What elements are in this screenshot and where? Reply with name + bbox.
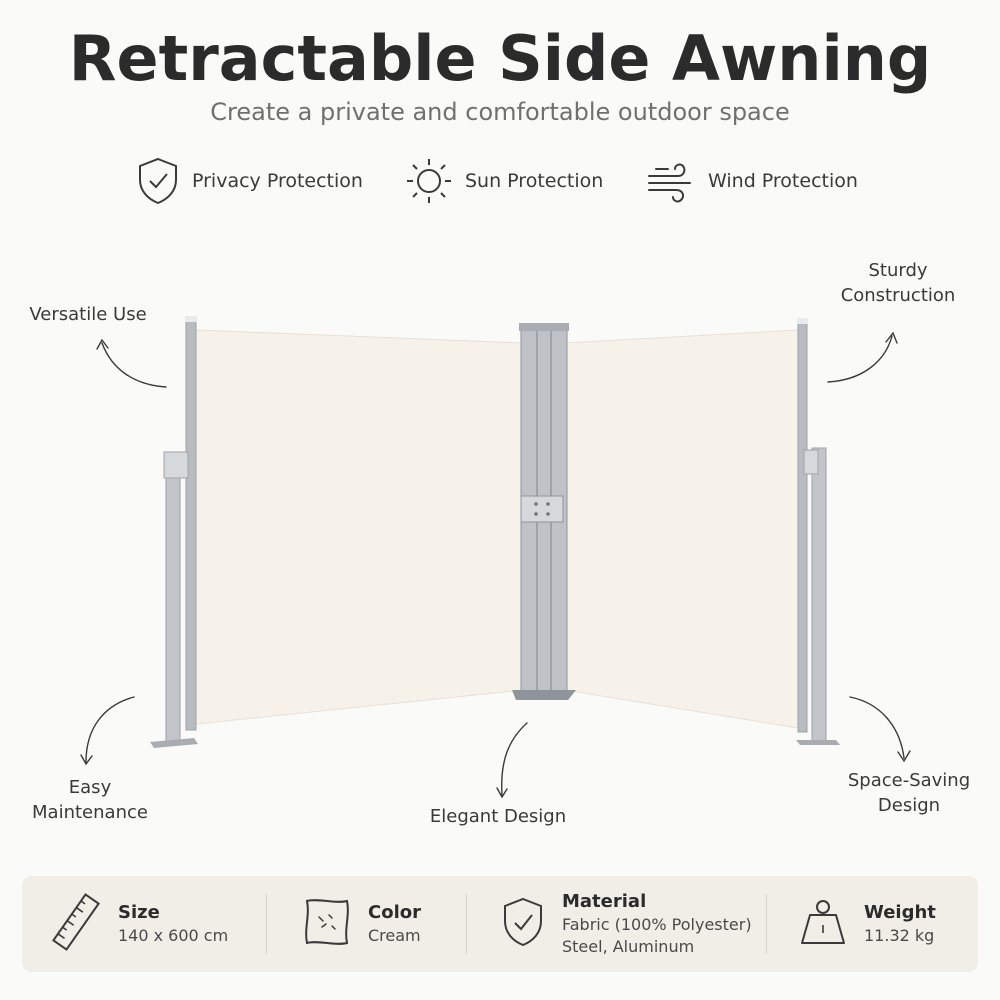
spec-title: Color bbox=[368, 902, 421, 923]
spec-value: Fabric (100% Polyester) Steel, Aluminum bbox=[562, 915, 752, 956]
feature-label: Sun Protection bbox=[465, 170, 604, 192]
callout-sturdy-construction: Sturdy Construction bbox=[840, 260, 956, 306]
arrow-space bbox=[849, 696, 905, 759]
left-fabric-panel bbox=[195, 329, 524, 725]
left-pull-bar bbox=[185, 319, 197, 731]
spec-divider bbox=[266, 894, 267, 954]
fabric-swatch-icon bbox=[302, 895, 352, 953]
page-title: Retractable Side Awning bbox=[68, 22, 932, 95]
feature-label: Privacy Protection bbox=[192, 170, 363, 192]
ruler-icon bbox=[50, 892, 102, 956]
arrow-elegant bbox=[501, 722, 528, 796]
right-pull-bar bbox=[797, 321, 808, 733]
callout-elegant-design: Elegant Design bbox=[429, 806, 567, 827]
spec-weight: Weight 11.32 kg bbox=[798, 876, 936, 972]
right-support-post bbox=[811, 447, 827, 743]
callout-easy-maintenance: Easy Maintenance bbox=[32, 777, 148, 823]
arrow-sturdy bbox=[827, 335, 893, 383]
weight-icon bbox=[798, 895, 848, 953]
wind-icon bbox=[646, 156, 696, 206]
feature-wind: Wind Protection bbox=[646, 156, 858, 206]
spec-title: Size bbox=[118, 902, 160, 923]
spec-divider bbox=[466, 894, 467, 954]
shield-check-icon bbox=[500, 895, 546, 953]
spec-bar: Size 140 x 600 cm Color Cream bbox=[22, 876, 978, 972]
feature-label: Wind Protection bbox=[708, 170, 858, 192]
arrow-easy bbox=[85, 696, 135, 763]
shield-check-icon bbox=[136, 156, 180, 206]
spec-title: Material bbox=[562, 891, 647, 912]
left-support-post bbox=[165, 451, 181, 743]
callout-space-saving-design: Space-Saving Design bbox=[847, 770, 971, 816]
spec-value: 140 x 600 cm bbox=[118, 926, 229, 945]
spec-value: Cream bbox=[368, 926, 421, 945]
center-bracket bbox=[520, 495, 564, 523]
spec-title: Weight bbox=[864, 902, 936, 923]
spec-value: 11.32 kg bbox=[864, 926, 935, 945]
center-base bbox=[512, 690, 576, 700]
page-subtitle: Create a private and comfortable outdoor… bbox=[210, 98, 790, 126]
right-fabric-panel bbox=[564, 329, 799, 729]
spec-material: Material Fabric (100% Polyester) Steel, … bbox=[500, 876, 752, 972]
callout-versatile-use: Versatile Use bbox=[29, 304, 147, 325]
arrow-versatile bbox=[101, 342, 167, 388]
feature-sun: Sun Protection bbox=[405, 156, 603, 206]
sun-icon bbox=[405, 156, 453, 206]
spec-size: Size 140 x 600 cm bbox=[50, 876, 228, 972]
spec-divider bbox=[766, 894, 767, 954]
spec-color: Color Cream bbox=[302, 876, 421, 972]
left-post-base bbox=[150, 738, 198, 748]
right-post-base bbox=[796, 740, 840, 745]
feature-privacy: Privacy Protection bbox=[136, 156, 363, 206]
